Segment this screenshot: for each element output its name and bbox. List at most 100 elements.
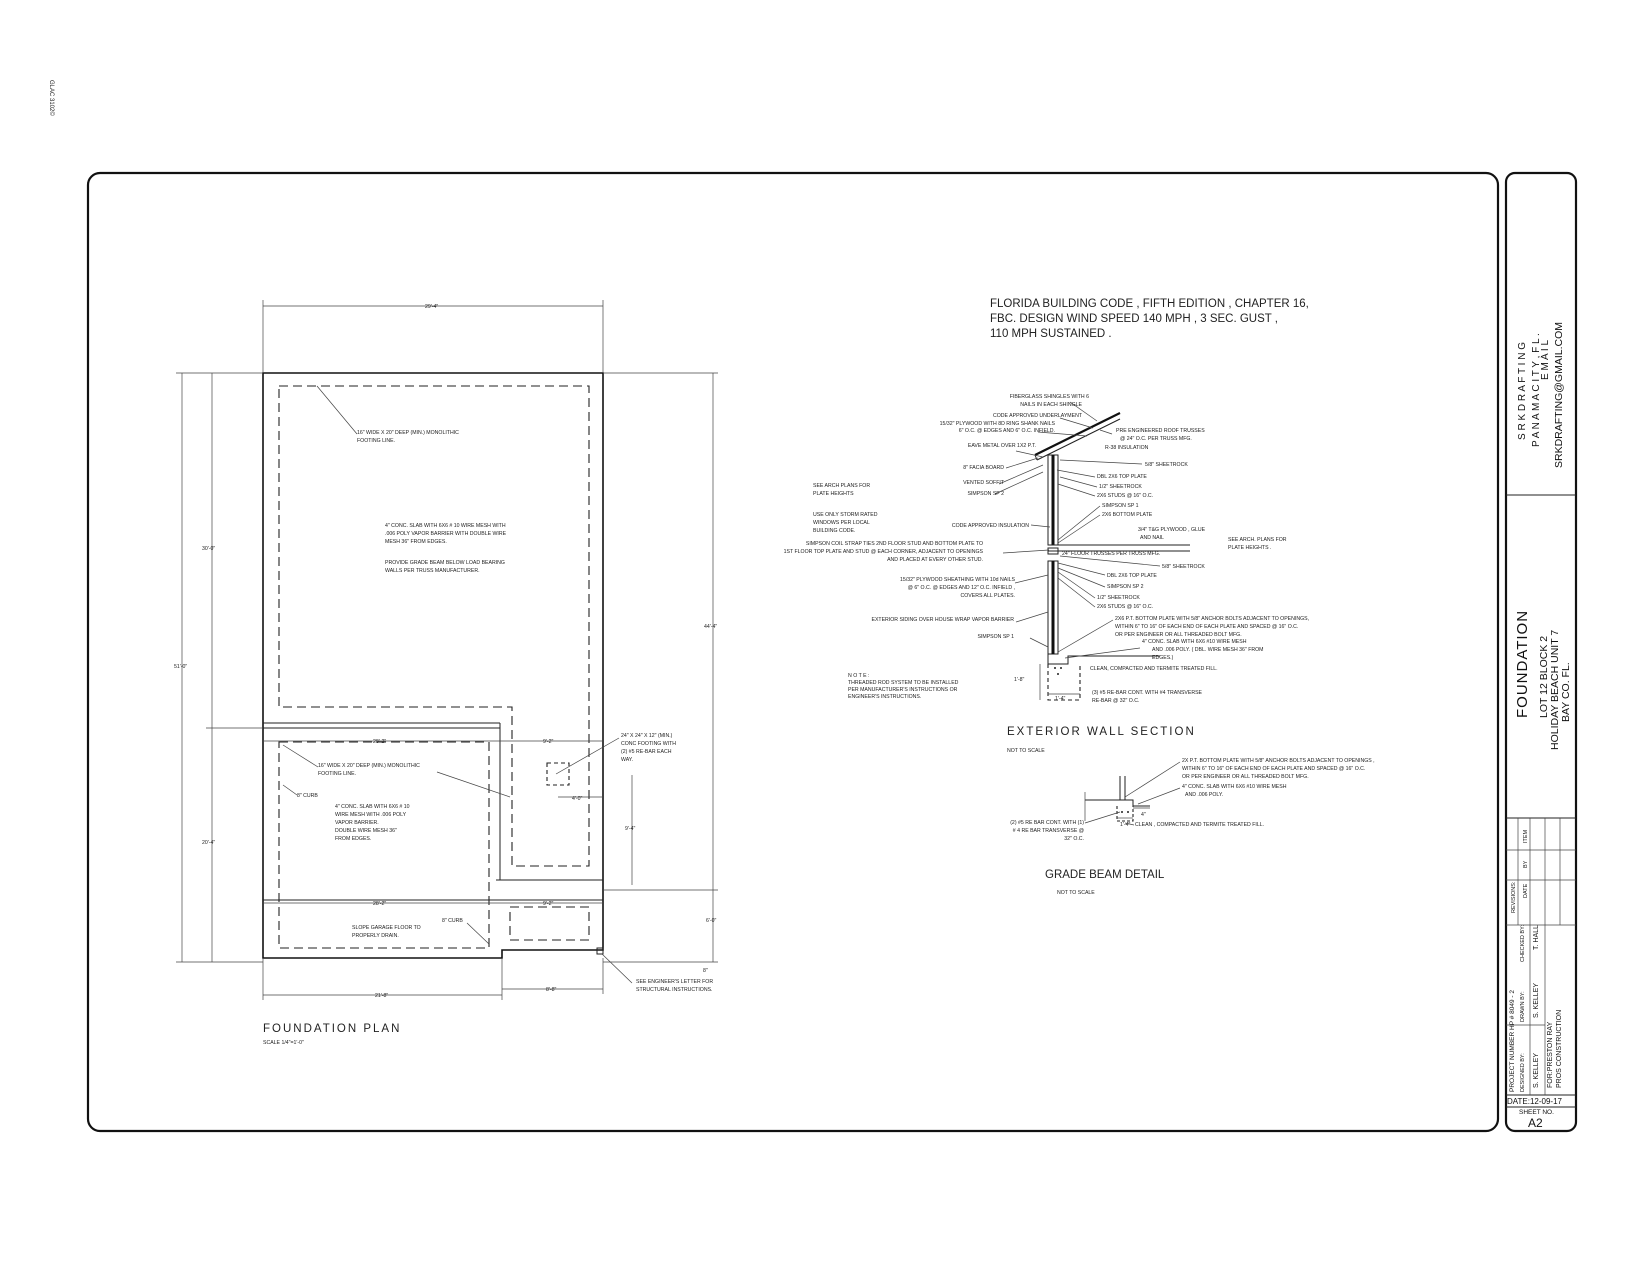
dim-right-small: 6'-0" (706, 918, 716, 924)
drawn-by-label: DRAWN BY: (1520, 991, 1526, 1022)
plan-outline (262, 372, 604, 959)
dim-notch-w2: 9'-2" (543, 901, 553, 907)
note-eave: EAVE METAL OVER 1X2 P.T. (968, 443, 1036, 449)
note-slab-2: 4" CONC. SLAB WITH 6X6 # 10 (335, 804, 410, 810)
note-arch-plans: SEE ARCH PLANS FOR (813, 483, 870, 489)
wall-dim-1: 1'-8" (1014, 677, 1024, 683)
note-soffit: VENTED SOFFIT (963, 480, 1005, 486)
dim-top: 29'-4" (425, 304, 438, 310)
revisions-label: REVISIONS: (1511, 881, 1517, 913)
note-sheetrock-2: 1/2" SHEETROCK (1099, 484, 1142, 490)
dim-bottom-right: 8'-8" (546, 987, 556, 993)
beam-note-slab: 4" CONC. SLAB WITH 6X6 #10 WIRE MESH (1182, 784, 1287, 790)
note-simpson-sp2-right: SIMPSON SP 2 (1107, 584, 1144, 590)
pad-footing (546, 762, 570, 786)
note-r38-insulation: R-38 INSULATION (1105, 445, 1149, 451)
foundation-plan-title: FOUNDATION PLAN (263, 1023, 401, 1035)
beam-dim-1: 1'-4" (1120, 822, 1130, 828)
dim-garage-w1: 28'-2" (373, 739, 386, 745)
note-fill: CLEAN, COMPACTED AND TERMITE TREATED FIL… (1090, 666, 1218, 672)
revisions-date: DATE (1523, 883, 1529, 898)
note-coil-strap: SIMPSON COIL STRAP TIES 2ND FLOOR STUD A… (806, 541, 983, 547)
svg-text:16" WIDE X 20" DEEP (MIN.) MON: 16" WIDE X 20" DEEP (MIN.) MONOLITHICFOO… (318, 763, 420, 777)
beam-footing (1116, 806, 1134, 822)
svg-text:4" CONC. SLAB WITH 6X6 # 10 W: 4" CONC. SLAB WITH 6X6 # 10 WIRE MESH WI… (385, 523, 507, 545)
note-underlayment: CODE APPROVED UNDERLAYMENT (993, 413, 1083, 419)
note-studs-2: 2X6 STUDS @ 16" O.C. (1097, 604, 1153, 610)
note-bottom-plate: 2X6 BOTTOM PLATE (1102, 512, 1153, 518)
svg-text:2X6 P.T. BOTTOM PLATE WITH 5/8: 2X6 P.T. BOTTOM PLATE WITH 5/8" ANCHOR B… (1115, 616, 1309, 638)
dim-left-lower: 20'-4" (202, 840, 215, 846)
checker-name: T. HALL (1533, 925, 1540, 950)
note-grade-beam: PROVIDE GRADE BEAM BELOW LOAD BEARING (385, 560, 505, 566)
foundation-plan-scale: SCALE 1/4"=1'-0" (263, 1040, 304, 1046)
code-note-line-2: FBC. DESIGN WIND SPEED 140 MPH , 3 SEC. … (990, 313, 1278, 325)
sheet-date: DATE:12-09-17 (1507, 1097, 1563, 1106)
note-rebar: (3) #5 RE-BAR CONT. WITH #4 TRANSVERSE (1092, 690, 1203, 696)
dim-right-overall: 44'-4" (704, 624, 717, 630)
note-threaded-rod: N O T E : (848, 673, 869, 679)
grade-beam-detail: 1'-4" 4" 2X P.T. BOTTOM PLATE WITH 5/8" … (1010, 758, 1374, 896)
svg-text:SIMPSON COIL STRAP TIES 2ND: SIMPSON COIL STRAP TIES 2ND FLOOR STUD A… (784, 541, 984, 563)
roof-line (1034, 412, 1121, 456)
sheet-no-label: SHEET NO. (1519, 1109, 1554, 1116)
title-block: S R K D R A F T I N G P A N A M A C I T … (1506, 322, 1576, 1130)
dim-pad-w: 4'-0" (572, 796, 582, 802)
footing-line-stoop (509, 906, 590, 941)
company-city: P A N A M A C I T Y , F L . (1531, 333, 1542, 447)
foundation-plan: 29'-4" 30'-0" 51'-0" 20'-4" 44'-4" 6'-0"… (174, 300, 718, 1046)
note-dbl-top-plate-2: DBL 2X6 TOP PLATE (1107, 573, 1157, 579)
note-footing-2: 16" WIDE X 20" DEEP (MIN.) MONOLITHIC (318, 763, 420, 769)
dim-right-tiny: 8" (703, 968, 708, 974)
note-facia: 8" FACIA BOARD (963, 465, 1004, 471)
revisions-item: ITEM (1523, 829, 1529, 843)
beam-note-plate: 2X P.T. BOTTOM PLATE WITH 5/8" ANCHOR BO… (1182, 758, 1375, 764)
svg-text:(2) #5 RE BAR CONT. WITH (1)#: (2) #5 RE BAR CONT. WITH (1)# 4 RE BAR T… (1010, 820, 1084, 842)
svg-text:PROVIDE GRADE BEAM BELOW LOAD: PROVIDE GRADE BEAM BELOW LOAD BEARINGWAL… (385, 560, 505, 574)
note-simpson-sp1-left: SIMPSON SP 1 (977, 634, 1014, 640)
note-sheetrock-4: 1/2" SHEETROCK (1097, 595, 1140, 601)
checked-by-label: CHECKED BY: (1520, 925, 1526, 962)
svg-text:PRE ENGINEERED ROOF TRUSSES@: PRE ENGINEERED ROOF TRUSSES@ 24" O.C. PE… (1116, 428, 1205, 442)
note-simpson-sp2-left: SIMPSON SP 2 (967, 491, 1004, 497)
note-sheetrock-1: 5/8" SHEETROCK (1145, 462, 1188, 468)
title-block-border (1504, 171, 1578, 1133)
svg-text:(3) #5 RE-BAR CONT. WITH #4 TR: (3) #5 RE-BAR CONT. WITH #4 TRANSVERSERE… (1092, 690, 1203, 704)
note-slab-1: 4" CONC. SLAB WITH 6X6 # 10 WIRE MESH WI… (385, 523, 506, 529)
footing (1047, 654, 1160, 665)
note-plywood: 15/32" PLYWOOD WITH 8D RING SHANK NAILS (940, 421, 1056, 427)
dim-bottom-left: 21'-8" (375, 993, 388, 999)
svg-text:4" CONC. SLAB WITH 6X6 #10 WI: 4" CONC. SLAB WITH 6X6 #10 WIRE MESHAND … (1182, 784, 1287, 798)
note-wall-slab: 4" CONC. SLAB WITH 6X6 #10 WIRE MESH (1142, 639, 1247, 645)
wall-dim-2: 1'-4" (1055, 696, 1065, 702)
note-dbl-top-plate-1: DBL 2X6 TOP PLATE (1097, 474, 1147, 480)
beam-note-fill: CLEAN , COMPACTED AND TERMITE TREATED FI… (1135, 822, 1264, 828)
footing-line-garage (278, 741, 490, 949)
note-simpson-sp1-right: SIMPSON SP 1 (1102, 503, 1139, 509)
note-windows: USE ONLY STORM RATED (813, 512, 878, 518)
sheet-title: FOUNDATION (1514, 610, 1531, 718)
note-sheathing: 15/32" PLYWOOD SHEATHING WITH 10d NAILS (900, 577, 1015, 583)
note-sheetrock-3: 5/8" SHEETROCK (1162, 564, 1205, 570)
footing-line-upper (278, 385, 590, 867)
note-floor-trusses: 24" FLOOR TRUSSES PER TRUSS MFG. (1062, 551, 1160, 557)
note-pad: 24" X 24" X 12" (MIN.) (621, 733, 673, 739)
note-shingles: FIBERGLASS SHINGLES WITH 6 (1010, 394, 1089, 400)
client-line-1: FOR:PRESTON RAY (1547, 1021, 1554, 1088)
svg-text:4" CONC. SLAB WITH 6X6 #10 WI: 4" CONC. SLAB WITH 6X6 #10 WIRE MESHAND … (1142, 639, 1263, 661)
designed-by-label: DESIGNED BY: (1520, 1053, 1526, 1092)
drafter-name: S. KELLEY (1533, 983, 1540, 1018)
grade-beam-scale: NOT TO SCALE (1057, 890, 1095, 896)
note-footing-1: 16" WIDE X 20" DEEP (MIN.) MONOLITHIC (357, 430, 459, 436)
email-label: E M A I L (1540, 340, 1551, 380)
note-siding: EXTERIOR SIDING OVER HOUSE WRAP VAPOR BA… (872, 617, 1015, 623)
note-curb-2: 8" CURB (442, 918, 463, 924)
